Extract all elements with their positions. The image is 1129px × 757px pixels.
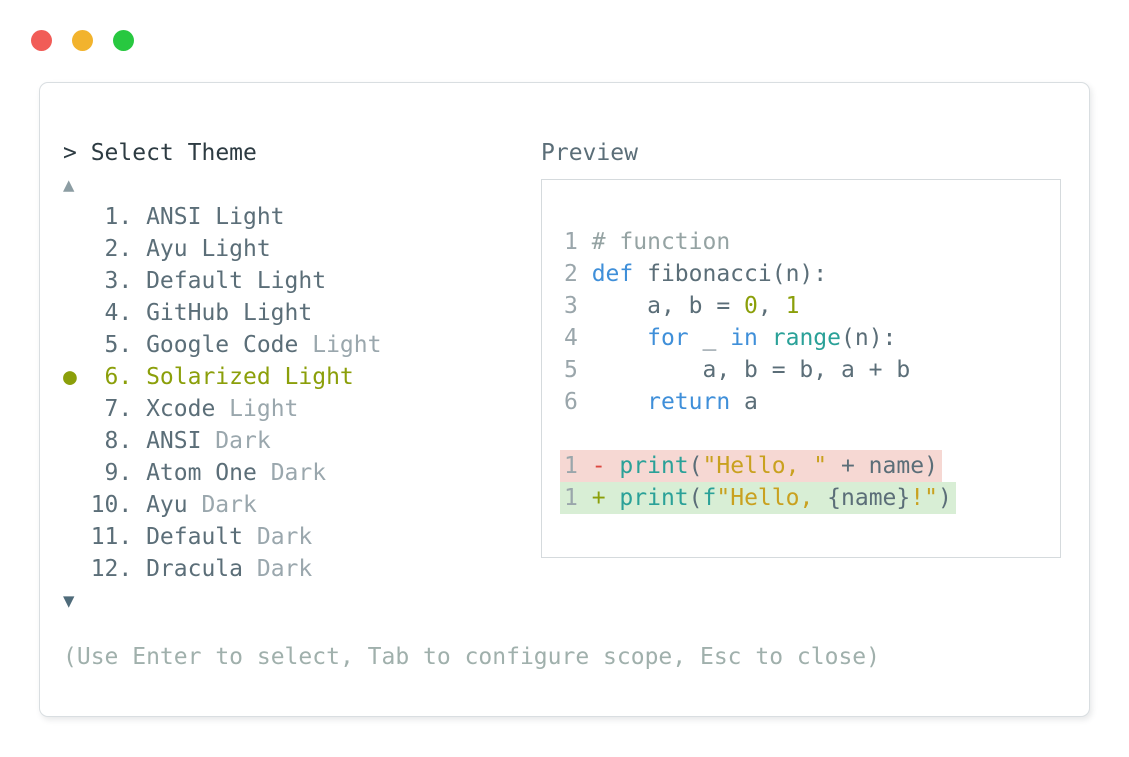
dialog-title: > Select Theme bbox=[63, 140, 257, 166]
item-label: Xcode bbox=[146, 396, 216, 422]
close-button[interactable] bbox=[31, 30, 52, 51]
selected-bullet-icon: ● bbox=[63, 364, 77, 390]
diff-added-highlight: 1 + print(f"Hello, {name}!") bbox=[560, 482, 956, 514]
code-line: 4 for _ in range(n): bbox=[564, 325, 897, 351]
item-number: 2. bbox=[104, 236, 133, 262]
list-item[interactable]: 4. GitHub Light bbox=[63, 297, 381, 329]
item-label: Default Light bbox=[146, 268, 327, 294]
keyboard-hint: (Use Enter to select, Tab to configure s… bbox=[63, 644, 880, 670]
item-variant: Dark bbox=[256, 524, 313, 550]
scroll-up-icon[interactable]: ▲ bbox=[63, 174, 75, 196]
item-number: 12. bbox=[90, 556, 133, 582]
list-item[interactable]: 2. Ayu Light bbox=[63, 233, 381, 265]
code-blank-line bbox=[564, 418, 1060, 450]
item-label: Default bbox=[146, 524, 243, 550]
item-label: Atom One bbox=[146, 460, 257, 486]
item-number: 4. bbox=[104, 300, 133, 326]
code-line: 3 a, b = 0, 1 bbox=[564, 293, 800, 319]
preview-title: Preview bbox=[541, 140, 638, 166]
zoom-button[interactable] bbox=[113, 30, 134, 51]
item-number: 10. bbox=[90, 492, 133, 518]
code-line: 1 # function bbox=[564, 229, 731, 255]
scroll-down-icon[interactable]: ▼ bbox=[63, 590, 75, 612]
list-item[interactable]: 10. Ayu Dark bbox=[63, 489, 381, 521]
item-number: 7. bbox=[104, 396, 133, 422]
item-label: ANSI bbox=[146, 428, 202, 454]
code-line: 2 def fibonacci(n): bbox=[564, 261, 828, 287]
item-number: 9. bbox=[104, 460, 133, 486]
diff-removed-line: 1 - print("Hello, " + name) bbox=[560, 450, 1060, 482]
item-label: GitHub Light bbox=[146, 300, 313, 326]
list-item-selected[interactable]: ● 6. Solarized Light bbox=[63, 361, 381, 393]
theme-list: 1. ANSI Light 2. Ayu Light 3. Default Light… bbox=[63, 201, 381, 585]
item-label: Ayu Light bbox=[146, 236, 271, 262]
diff-removed-highlight: 1 - print("Hello, " + name) bbox=[560, 450, 942, 482]
diff-added-line: 1 + print(f"Hello, {name}!") bbox=[560, 482, 1060, 514]
code-line: 5 a, b = b, a + b bbox=[564, 357, 911, 383]
item-number: 5. bbox=[104, 332, 133, 358]
list-item[interactable]: 3. Default Light bbox=[63, 265, 381, 297]
item-number: 3. bbox=[104, 268, 133, 294]
item-variant: Dark bbox=[270, 460, 327, 486]
list-item[interactable]: 9. Atom One Dark bbox=[63, 457, 381, 489]
theme-selector-dialog: > Select Theme ▲ 1. ANSI Light 2. Ayu Ligh… bbox=[39, 82, 1090, 717]
item-number: 11. bbox=[90, 524, 133, 550]
item-label: Dracula bbox=[146, 556, 243, 582]
item-label: ANSI Light bbox=[146, 204, 285, 230]
item-number: 8. bbox=[104, 428, 133, 454]
item-label: Solarized Light bbox=[146, 364, 354, 390]
list-item[interactable]: 1. ANSI Light bbox=[63, 201, 381, 233]
item-number: 1. bbox=[104, 204, 133, 230]
window-controls bbox=[31, 30, 134, 51]
item-variant: Dark bbox=[215, 428, 271, 454]
item-variant: Dark bbox=[201, 492, 257, 518]
item-variant: Light bbox=[312, 332, 382, 358]
theme-list-column: > Select Theme ▲ 1. ANSI Light 2. Ayu Ligh… bbox=[63, 137, 381, 617]
list-item[interactable]: 8. ANSI Dark bbox=[63, 425, 381, 457]
list-item[interactable]: 12. Dracula Dark bbox=[63, 553, 381, 585]
item-variant: Light bbox=[229, 396, 299, 422]
preview-pane: 1 # function 2 def fibonacci(n): 3 a, b … bbox=[541, 179, 1061, 558]
list-item[interactable]: 11. Default Dark bbox=[63, 521, 381, 553]
item-label: Ayu bbox=[146, 492, 188, 518]
preview-column: Preview 1 # function 2 def fibonacci(n):… bbox=[541, 137, 1061, 558]
code-line: 6 return a bbox=[564, 389, 758, 415]
list-item[interactable]: 5. Google Code Light bbox=[63, 329, 382, 361]
item-number: 6. bbox=[104, 364, 133, 390]
list-item[interactable]: 7. Xcode Light bbox=[63, 393, 381, 425]
item-variant: Dark bbox=[256, 556, 313, 582]
minimize-button[interactable] bbox=[72, 30, 93, 51]
item-label: Google Code bbox=[146, 332, 299, 358]
